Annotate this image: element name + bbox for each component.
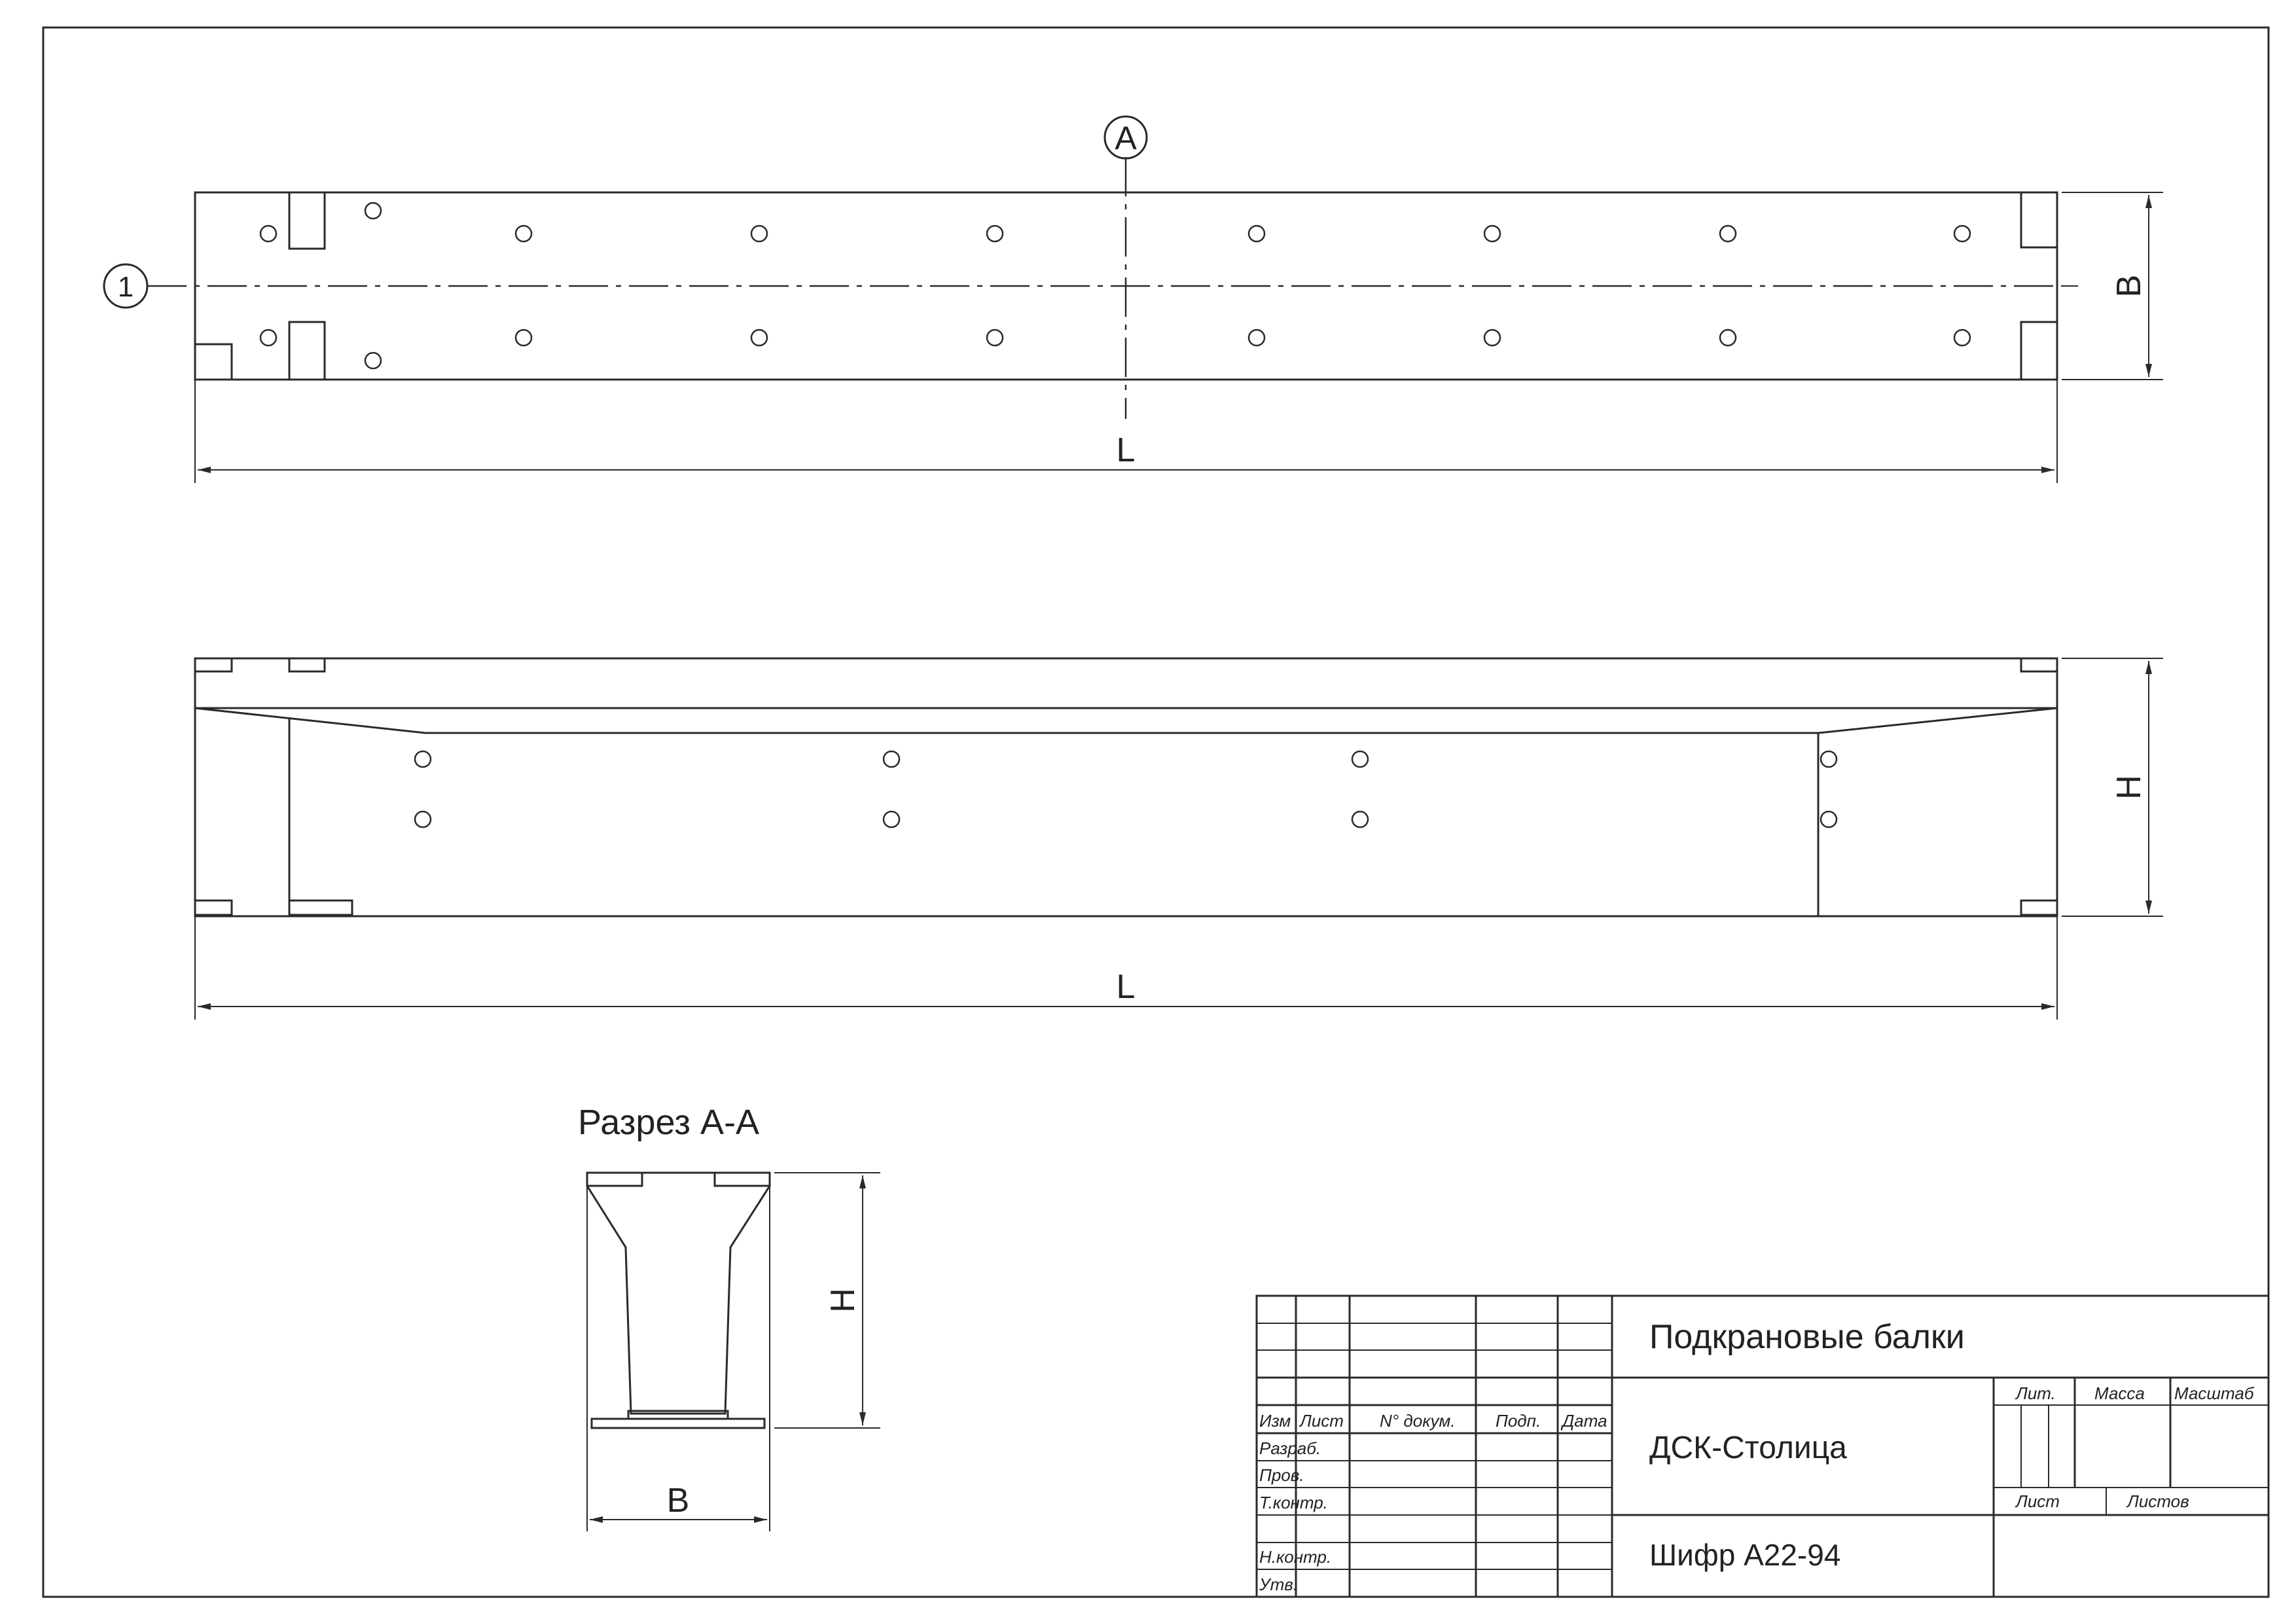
elevation-plate — [194, 899, 233, 916]
tb-cell-lit: Лит. — [2015, 1383, 2056, 1403]
bolt-hole — [1953, 224, 1971, 243]
plan-recess — [288, 321, 326, 381]
bolt-hole — [259, 224, 278, 243]
axis-marker-circle — [103, 263, 149, 309]
section-bottom-plate — [627, 1410, 729, 1420]
section-height-label: H — [824, 1288, 862, 1313]
bolt-hole — [1483, 329, 1501, 347]
elevation-view: L H — [194, 657, 2163, 1020]
bolt-hole — [1247, 329, 1266, 347]
bolt-hole — [1483, 224, 1501, 243]
section-marker-label: A — [1115, 120, 1137, 156]
section-bottom-plate — [590, 1418, 766, 1429]
section-width-label: B — [667, 1482, 690, 1520]
elev-height-label: H — [2110, 775, 2148, 800]
bolt-hole — [414, 750, 432, 768]
bolt-hole — [1247, 224, 1266, 243]
tb-cell-masshtab: Масштаб — [2174, 1383, 2255, 1403]
tb-col-list: Лист — [1299, 1411, 1344, 1431]
section-marker-circle — [1103, 115, 1148, 160]
elevation-plate — [2020, 899, 2058, 916]
bolt-hole — [986, 329, 1004, 347]
bolt-hole — [750, 329, 768, 347]
tb-col-sign: Подп. — [1496, 1411, 1541, 1431]
bolt-hole — [750, 224, 768, 243]
tb-col-doc: N° докум. — [1380, 1411, 1456, 1431]
axis-marker-label: 1 — [118, 271, 134, 303]
bolt-hole — [414, 810, 432, 829]
section-title: Разрез А-А — [578, 1103, 759, 1142]
bolt-hole — [364, 351, 382, 370]
elevation-taper-line — [194, 707, 2058, 734]
bolt-hole — [514, 329, 533, 347]
bolt-hole — [364, 202, 382, 220]
plan-length-label: L — [1117, 431, 1136, 469]
elevation-beam-outline — [194, 657, 2058, 918]
bolt-hole — [1953, 329, 1971, 347]
sheet-frame — [42, 26, 2270, 1598]
bolt-hole — [1351, 810, 1369, 829]
bolt-hole — [986, 224, 1004, 243]
tb-title: Подкрановые балки — [1649, 1318, 1965, 1356]
plan-recess — [194, 343, 233, 381]
section-view: Разрез А-А H B — [578, 1103, 880, 1531]
elevation-plate — [288, 899, 353, 916]
plan-view: 1 A L B — [103, 115, 2163, 483]
bolt-hole — [882, 750, 901, 768]
section-top-plate — [713, 1171, 771, 1187]
tb-row-razrab: Разраб. — [1259, 1438, 1321, 1458]
plan-recess — [2020, 191, 2058, 249]
tb-row-nkontr: Н.контр. — [1259, 1547, 1331, 1567]
elev-length-label: L — [1117, 968, 1136, 1006]
title-block-frame — [1255, 1294, 2270, 1598]
plan-width-label: B — [2110, 275, 2148, 298]
elevation-holes — [414, 750, 1838, 829]
section-top-plate — [586, 1171, 643, 1187]
bolt-hole — [259, 329, 278, 347]
plan-recess — [2020, 321, 2058, 381]
bolt-hole — [882, 810, 901, 829]
tb-row-utv: Утв. — [1259, 1575, 1298, 1594]
bolt-hole — [1351, 750, 1369, 768]
bolt-hole — [1820, 810, 1838, 829]
plan-holes — [259, 202, 1971, 370]
bolt-hole — [1719, 224, 1737, 243]
bolt-hole — [1719, 329, 1737, 347]
bolt-hole — [1820, 750, 1838, 768]
tb-row-prov: Пров. — [1259, 1465, 1304, 1485]
section-concrete-body — [586, 1171, 771, 1415]
tb-col-date: Дата — [1560, 1411, 1607, 1431]
tb-organization: ДСК-Столица — [1649, 1431, 1847, 1465]
bolt-hole — [514, 224, 533, 243]
elevation-plate — [194, 657, 233, 673]
tb-cell-list: Лист — [2015, 1491, 2060, 1511]
elevation-plate — [2020, 657, 2058, 673]
plan-recess — [288, 191, 326, 250]
title-block: Изм Лист N° докум. Подп. Дата Разраб. Пр… — [1255, 1294, 2270, 1598]
elevation-plate — [288, 657, 326, 673]
tb-cell-listov: Листов — [2126, 1491, 2189, 1511]
tb-cell-massa: Масса — [2094, 1383, 2145, 1403]
tb-col-izm: Изм — [1259, 1411, 1291, 1431]
tb-row-tkontr: Т.контр. — [1259, 1493, 1328, 1512]
tb-code: Шифр А22-94 — [1649, 1538, 1840, 1572]
